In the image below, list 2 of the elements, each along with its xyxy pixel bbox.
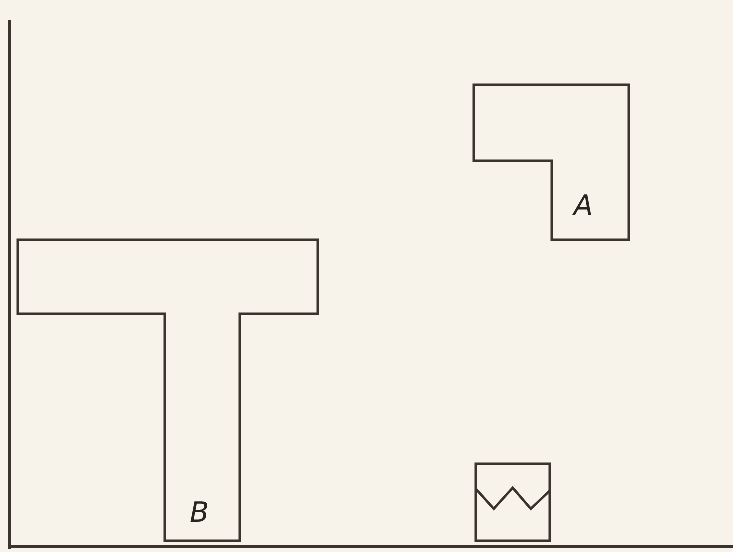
block-label: A (574, 191, 594, 221)
block-label: B (190, 498, 210, 528)
